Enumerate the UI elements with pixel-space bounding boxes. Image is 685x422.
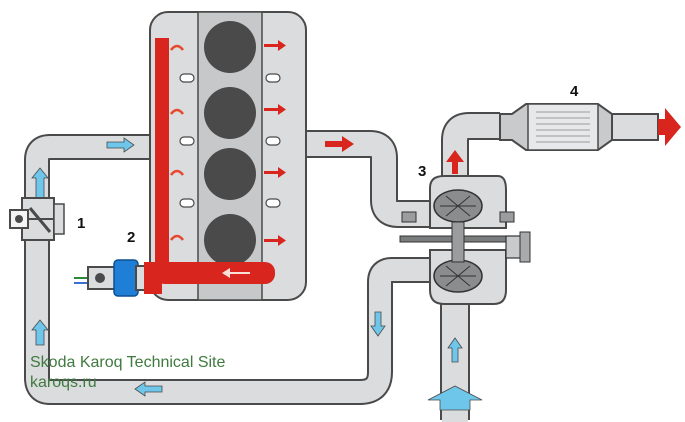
catalytic-converter xyxy=(499,103,681,151)
egr-cooler xyxy=(74,259,162,297)
label-turbocharger: 3 xyxy=(418,163,426,180)
watermark-title: Skoda Karoq Technical Site xyxy=(30,354,226,371)
cylinder-1 xyxy=(204,21,256,73)
exhaust-flow-arrows xyxy=(264,40,464,246)
egr-hot-path xyxy=(155,38,275,284)
label-catalytic-converter: 4 xyxy=(570,83,579,100)
intake-flow-arrows xyxy=(31,137,483,411)
label-egr-valve: 1 xyxy=(77,215,85,232)
watermark-url: karoqs.ru xyxy=(30,374,97,391)
cylinder-3 xyxy=(204,148,256,200)
cylinder-2 xyxy=(204,87,256,139)
engine-block xyxy=(149,11,307,301)
cylinder-4 xyxy=(204,214,256,266)
egr-valve xyxy=(9,197,65,241)
label-egr-cooler: 2 xyxy=(127,229,135,246)
turbocharger xyxy=(399,175,531,305)
